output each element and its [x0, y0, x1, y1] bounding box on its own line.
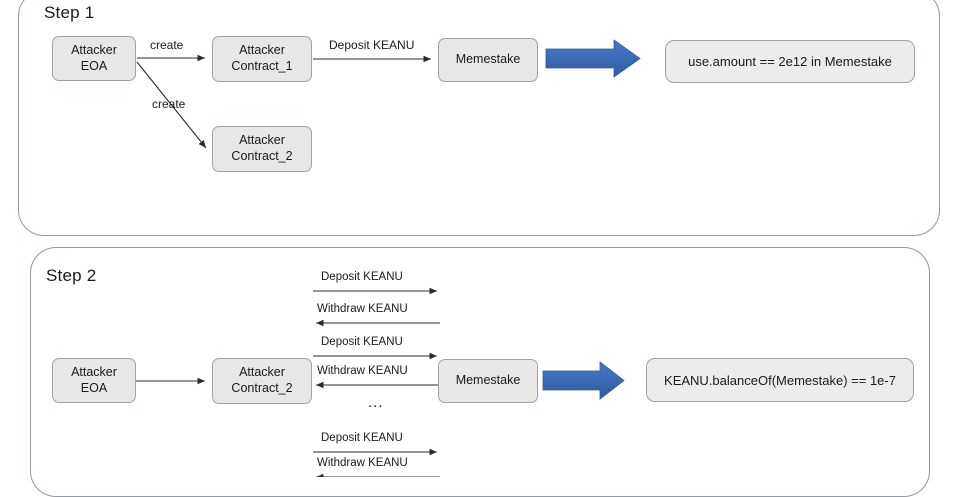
step1-label-deposit: Deposit KEANU — [329, 38, 415, 52]
step2-contract2-line2: Contract_2 — [231, 381, 293, 395]
step2-memestake-label: Memestake — [455, 373, 521, 388]
step2-node-memestake[interactable]: Memestake — [438, 359, 538, 403]
step2-node-attacker-eoa[interactable]: Attacker EOA — [52, 358, 136, 403]
step1-attacker-eoa-line2: EOA — [80, 58, 108, 73]
step2-label-deposit-1: Deposit KEANU — [321, 271, 403, 283]
step1-label-create-2: create — [152, 97, 186, 111]
step2-title: Step 2 — [46, 266, 97, 285]
step1-attacker-eoa-line1: Attacker — [71, 42, 117, 57]
step2-contract2-line1: Attacker — [239, 365, 285, 380]
step2-label-withdraw-2: Withdraw KEANU — [317, 365, 408, 377]
step2-node-attacker-contract-2[interactable]: Attacker Contract_2 — [212, 358, 312, 404]
step1-node-attacker-contract-1[interactable]: Attacker Contract_1 — [212, 36, 312, 82]
step1-title: Step 1 — [44, 3, 95, 22]
step2-result-text: KEANU.balanceOf(Memestake) == 1e-7 — [664, 372, 896, 388]
step2-attacker-eoa-line2: EOA — [80, 380, 108, 395]
step2-result-box: KEANU.balanceOf(Memestake) == 1e-7 — [646, 358, 914, 402]
step2-label-ellipsis: ... — [368, 394, 384, 411]
step1-result-box: use.amount == 2e12 in Memestake — [665, 40, 915, 83]
step2-label-withdraw-3: Withdraw KEANU — [317, 457, 408, 469]
step1-label-create-1: create — [150, 38, 184, 52]
step2-label-deposit-2: Deposit KEANU — [321, 336, 403, 348]
step2-attacker-eoa-line1: Attacker — [71, 364, 117, 379]
step1-result-text: use.amount == 2e12 in Memestake — [688, 54, 892, 69]
step1-memestake-label: Memestake — [455, 52, 521, 67]
step1-node-attacker-eoa[interactable]: Attacker EOA — [52, 36, 136, 81]
step2-label-withdraw-1: Withdraw KEANU — [317, 303, 408, 315]
step2-label-deposit-3: Deposit KEANU — [321, 432, 403, 444]
step1-contract1-line1: Attacker — [239, 43, 285, 58]
step1-node-attacker-contract-2[interactable]: Attacker Contract_2 — [212, 126, 312, 172]
step1-contract1-line2: Contract_1 — [231, 59, 293, 73]
diagram-canvas: Step 1 Attacker EOA Attacker Contract_1 … — [18, 0, 940, 497]
step1-node-memestake[interactable]: Memestake — [438, 38, 538, 82]
step1-contract2-line1: Attacker — [239, 133, 285, 148]
step1-panel — [18, 0, 940, 236]
step1-contract2-line2: Contract_2 — [231, 149, 293, 163]
